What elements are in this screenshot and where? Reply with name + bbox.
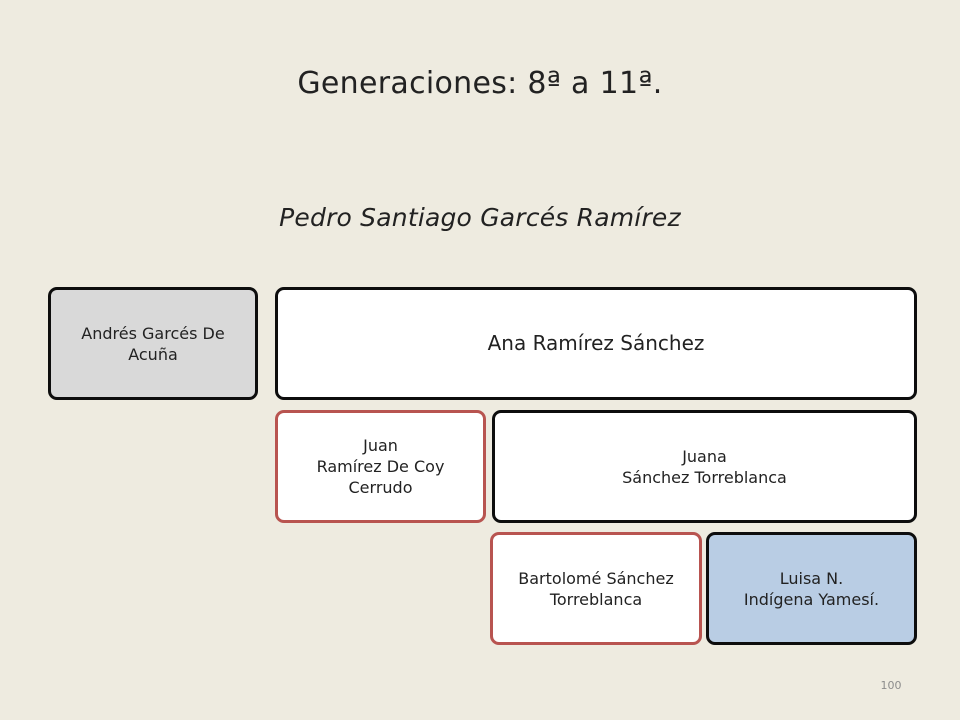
person-box-andres: Andrés Garcés De Acuña <box>48 287 258 400</box>
person-box-juan: Juan Ramírez De Coy Cerrudo <box>275 410 486 523</box>
person-box-juana: Juana Sánchez Torreblanca <box>492 410 917 523</box>
person-box-luisa: Luisa N. Indígena Yamesí. <box>706 532 917 645</box>
slide-title: Generaciones: 8ª a 11ª. <box>297 66 663 101</box>
person-box-bartolome: Bartolomé Sánchez Torreblanca <box>490 532 702 645</box>
page-number: 100 <box>880 679 902 692</box>
subject-name: Pedro Santiago Garcés Ramírez <box>279 203 681 232</box>
person-box-ana: Ana Ramírez Sánchez <box>275 287 917 400</box>
